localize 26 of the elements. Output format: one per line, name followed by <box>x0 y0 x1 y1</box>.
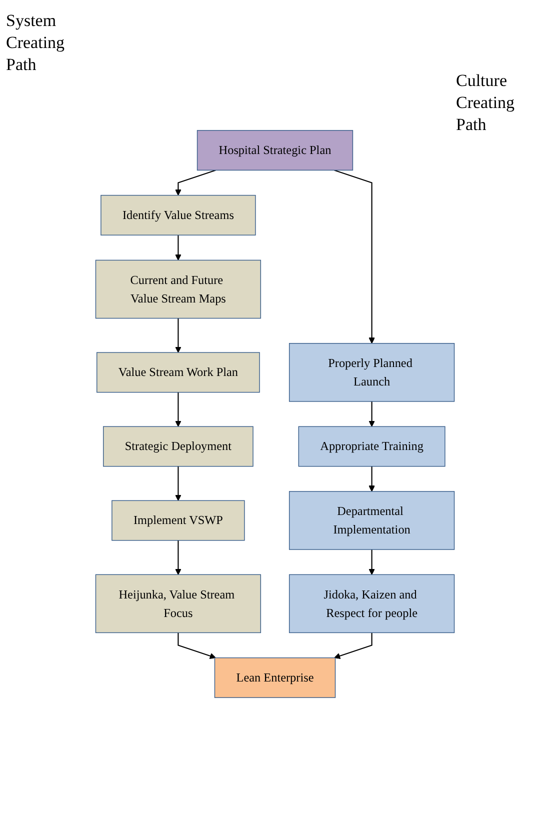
node-box: Lean Enterprise <box>214 657 336 698</box>
arrow <box>175 540 182 575</box>
arrow <box>334 632 372 659</box>
node-box: Departmental Implementation <box>288 491 455 550</box>
arrow <box>178 632 216 659</box>
node-box: Strategic Deployment <box>103 426 254 467</box>
node-box: Current and Future Value Stream Maps <box>95 260 262 319</box>
node-box: Value Stream Work Plan <box>96 352 260 393</box>
path-label: Culture Creating Path <box>456 70 516 136</box>
arrow <box>334 170 375 344</box>
arrow <box>368 550 375 575</box>
node-box: Jidoka, Kaizen and Respect for people <box>288 574 455 634</box>
node-box: Appropriate Training <box>298 426 446 467</box>
arrow <box>175 318 182 353</box>
node-box: Implement VSWP <box>112 500 245 541</box>
path-label: System Creating Path <box>6 10 66 76</box>
node-box: Heijunka, Value Stream Focus <box>95 574 262 634</box>
node-box: Identify Value Streams <box>100 194 256 236</box>
node-box: Properly Planned Launch <box>288 343 455 402</box>
arrow <box>175 392 182 427</box>
node-box: Hospital Strategic Plan <box>196 130 354 171</box>
arrow <box>175 466 182 501</box>
arrow <box>175 235 182 260</box>
arrow <box>368 466 375 492</box>
arrow <box>368 401 375 427</box>
arrow <box>175 170 216 196</box>
